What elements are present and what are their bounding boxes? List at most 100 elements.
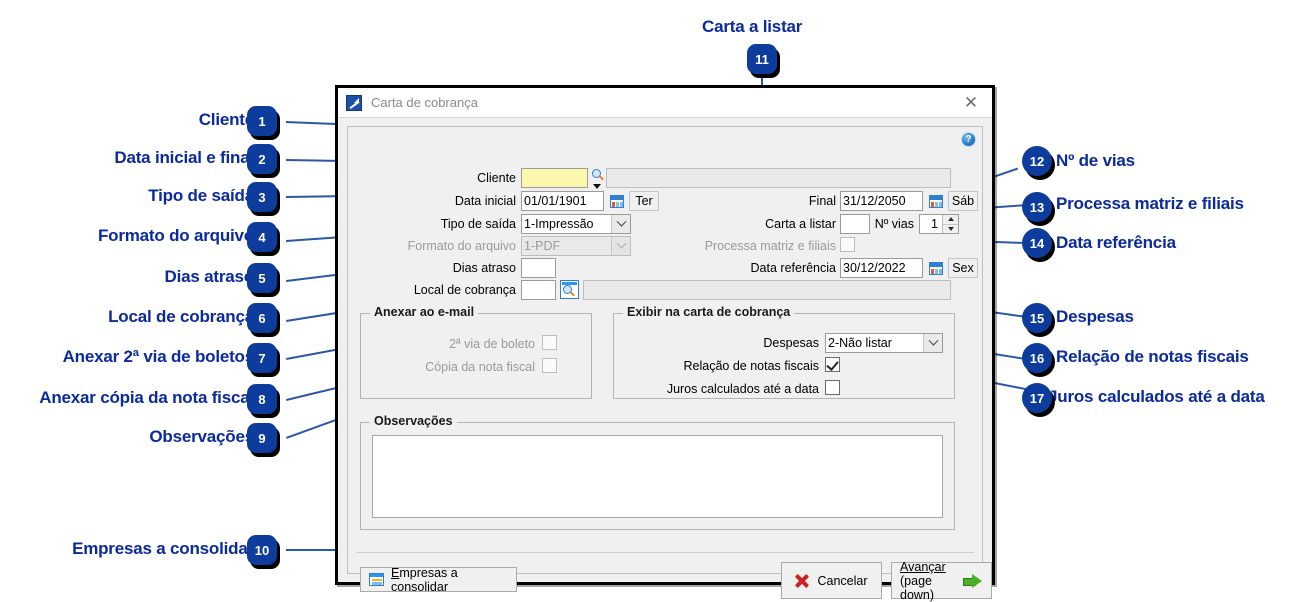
- callout-label-3: Tipo de saída: [148, 186, 254, 205]
- cancelar-label: Cancelar: [817, 573, 868, 588]
- callout-badge-7: 7: [247, 343, 277, 373]
- calendar-icon-data-referencia[interactable]: [926, 258, 945, 278]
- search-icon-lens: [592, 169, 605, 182]
- juros-calculados-label: Juros calculados até a data: [666, 382, 819, 396]
- arrow-right-icon: [963, 573, 983, 588]
- help-icon[interactable]: ?: [961, 132, 976, 147]
- processa-matriz-checkbox: [840, 237, 855, 252]
- dias-atraso-input[interactable]: [521, 258, 556, 278]
- num-vias-label: Nº vias: [874, 217, 914, 231]
- spinner-down-icon[interactable]: [943, 225, 958, 234]
- dialog-titlebar: Carta de cobrança ✕: [338, 88, 992, 118]
- carta-listar-input[interactable]: [840, 214, 870, 234]
- callout-label-1: Cliente: [198, 110, 254, 129]
- callout-label-10: Empresas a consolidar: [72, 539, 254, 558]
- callout-badge-15: 15: [1022, 303, 1052, 333]
- avancar-line1: Avançar: [900, 559, 946, 574]
- cliente-description: [606, 168, 951, 188]
- callout-badge-14: 14: [1022, 228, 1052, 258]
- group-anexar-email: Anexar ao e-mail 2ª via de boleto Cópia …: [360, 305, 592, 399]
- callout-badge-3: 3: [247, 182, 277, 212]
- leader-line-10: [286, 549, 368, 551]
- relacao-notas-label: Relação de notas fiscais: [683, 359, 820, 373]
- cliente-input[interactable]: [521, 168, 588, 188]
- tipo-saida-select[interactable]: 1-Impressão: [521, 214, 631, 234]
- despesas-select[interactable]: 2-Não listar: [825, 333, 943, 353]
- callout-badge-17: 17: [1022, 383, 1052, 413]
- local-cobranca-input[interactable]: [521, 280, 556, 300]
- formato-arquivo-label: Formato do arquivo: [407, 239, 516, 253]
- callout-label-4: Formato do arquivo: [97, 226, 254, 245]
- tipo-saida-label: Tipo de saída: [440, 217, 516, 231]
- local-cobranca-description: [583, 280, 951, 300]
- lookup-icon[interactable]: [560, 280, 579, 299]
- num-vias-stepper[interactable]: 1: [919, 214, 959, 234]
- callout-label-15: Despesas: [1056, 307, 1134, 326]
- callout-label-7: Anexar 2ª via de boletos: [62, 347, 255, 366]
- data-inicial-input[interactable]: 01/01/1901: [521, 191, 604, 211]
- dialog-client-area: ? Cliente Data inicial 01/01/1901 Ter Fi…: [338, 118, 992, 602]
- callout-label-17: Juros calculados até a data: [1048, 387, 1265, 406]
- callout-badge-12: 12: [1022, 146, 1052, 176]
- data-referencia-label: Data referência: [750, 261, 836, 275]
- num-vias-value: 1: [931, 217, 938, 231]
- close-x-icon: [795, 574, 809, 588]
- callout-label-13: Processa matriz e filiais: [1056, 194, 1244, 213]
- callout-badge-2: 2: [247, 144, 277, 174]
- carta-de-cobranca-dialog: Carta de cobrança ✕ ? Cliente Data inici…: [335, 85, 995, 602]
- callout-label-11: Carta a listar: [702, 17, 803, 36]
- group-observacoes: Observações: [360, 414, 955, 530]
- callout-badge-13: 13: [1022, 192, 1052, 222]
- calendar-icon-final[interactable]: [926, 191, 945, 211]
- final-input[interactable]: 31/12/2050: [840, 191, 923, 211]
- juros-calculados-checkbox[interactable]: [825, 380, 840, 395]
- callout-badge-4: 4: [247, 222, 277, 252]
- data-inicial-label: Data inicial: [454, 194, 516, 208]
- accel-char: E: [391, 565, 400, 580]
- formato-arquivo-value: 1-PDF: [524, 239, 561, 253]
- empresas-a-consolidar-label: Empresas a consolidar: [391, 566, 516, 594]
- calendar-icon-data-inicial[interactable]: [607, 191, 626, 211]
- chevron-down-icon[interactable]: [611, 215, 630, 233]
- callout-badge-1: 1: [247, 106, 277, 136]
- empresas-a-consolidar-button[interactable]: Empresas a consolidar: [360, 566, 517, 594]
- callout-badge-5: 5: [247, 263, 277, 293]
- avancar-line2: (page down): [900, 573, 935, 602]
- data-referencia-weekday: Sex: [948, 258, 978, 278]
- despesas-value: 2-Não listar: [828, 336, 892, 350]
- callout-label-14: Data referência: [1056, 233, 1176, 252]
- processa-matriz-label: Processa matriz e filiais: [704, 239, 836, 253]
- callout-label-9: Observações: [149, 427, 254, 446]
- data-referencia-input[interactable]: 30/12/2022: [840, 258, 923, 278]
- group-exibir-carta-title: Exibir na carta de cobrança: [623, 305, 795, 319]
- group-anexar-email-title: Anexar ao e-mail: [370, 305, 479, 319]
- callout-badge-6: 6: [247, 303, 277, 333]
- relacao-notas-checkbox[interactable]: [825, 357, 840, 372]
- list-icon: [369, 573, 384, 586]
- segunda-via-boleto-label: 2ª via de boleto: [449, 337, 535, 351]
- observacoes-textarea[interactable]: [372, 435, 943, 518]
- final-label: Final: [808, 194, 836, 208]
- copia-nota-fiscal-checkbox: [542, 358, 557, 373]
- cancelar-button[interactable]: Cancelar: [781, 562, 882, 599]
- data-inicial-weekday: Ter: [629, 191, 659, 211]
- cliente-label: Cliente: [477, 171, 516, 185]
- avancar-label: Avançar (page down): [900, 560, 963, 602]
- callout-badge-10: 10: [247, 535, 277, 565]
- spinner-up-icon[interactable]: [943, 215, 958, 225]
- callout-badge-9: 9: [247, 423, 277, 453]
- dialog-title: Carta de cobrança: [371, 95, 478, 110]
- group-exibir-carta: Exibir na carta de cobrança Despesas 2-N…: [613, 305, 955, 399]
- chevron-down-icon[interactable]: [593, 184, 601, 189]
- avancar-button[interactable]: Avançar (page down): [891, 560, 992, 602]
- close-icon[interactable]: ✕: [963, 92, 979, 112]
- tipo-saida-value: 1-Impressão: [524, 217, 594, 231]
- chevron-down-icon[interactable]: [923, 334, 942, 352]
- formato-arquivo-select: 1-PDF: [521, 236, 631, 256]
- callout-badge-8: 8: [247, 384, 277, 414]
- callout-label-8: Anexar cópia da nota fiscal: [39, 388, 254, 407]
- callout-label-6: Local de cobrança: [108, 307, 254, 326]
- footer-divider: [356, 552, 974, 553]
- dias-atraso-label: Dias atraso: [452, 261, 516, 275]
- group-observacoes-title: Observações: [370, 414, 457, 428]
